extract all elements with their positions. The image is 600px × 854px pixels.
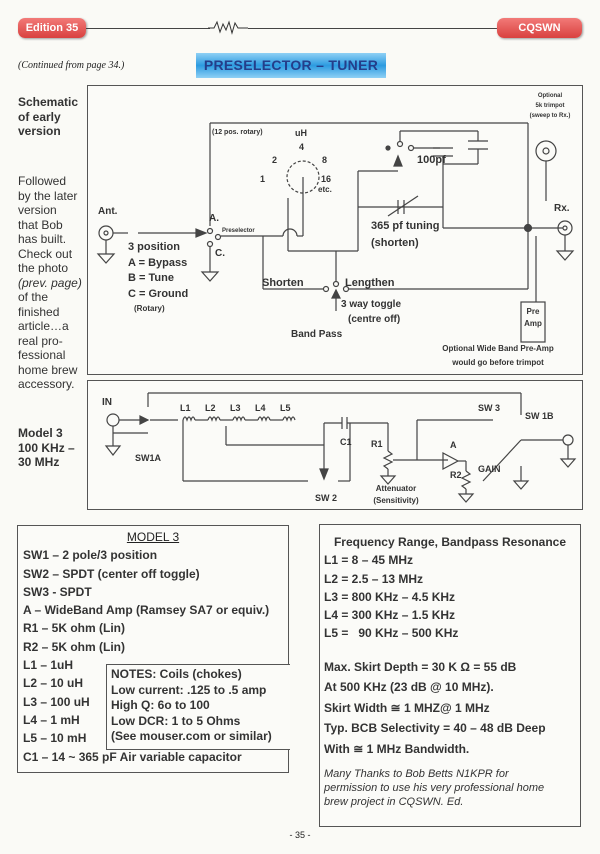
svg-text:Band Pass: Band Pass bbox=[291, 329, 343, 340]
part-line: L1 – 1uH bbox=[23, 658, 74, 673]
svg-text:Optional: Optional bbox=[538, 93, 563, 99]
svg-text:A.: A. bbox=[209, 213, 219, 224]
frequency-box: Frequency Range, Bandpass Resonance L1 =… bbox=[319, 524, 581, 827]
model3-heading: MODEL 3 bbox=[126, 530, 180, 544]
svg-text:R1: R1 bbox=[371, 439, 383, 449]
part-line: A – WideBand Amp (Ramsey SA7 or equiv.) bbox=[23, 603, 270, 618]
svg-text:Optional Wide Band Pre-Amp: Optional Wide Band Pre-Amp bbox=[442, 344, 554, 353]
model3-schematic: IN L1 L2 L3 L4 L5 SW1A C1 R1 SW 2 Attenuator… bbox=[87, 380, 583, 510]
svg-text:5k trimpot: 5k trimpot bbox=[535, 103, 564, 109]
spec-line: Typ. BCB Selectivity = 40 – 48 dB Deep bbox=[324, 721, 546, 736]
svg-text:1: 1 bbox=[260, 174, 265, 184]
svg-text:Preselector: Preselector bbox=[222, 228, 255, 234]
svg-text:etc.: etc. bbox=[318, 185, 332, 194]
svg-text:16: 16 bbox=[321, 174, 331, 184]
svg-text:L5: L5 bbox=[280, 403, 291, 413]
svg-text:would go before trimpot: would go before trimpot bbox=[451, 358, 544, 367]
range-line: L3 = 800 KHz – 4.5 KHz bbox=[324, 589, 456, 604]
spec-line: At 500 KHz (23 dB @ 10 MHz). bbox=[324, 680, 494, 695]
svg-text:L3: L3 bbox=[230, 403, 241, 413]
svg-text:(Rotary): (Rotary) bbox=[134, 304, 165, 313]
part-line: SW3 - SPDT bbox=[23, 584, 92, 599]
svg-text:C = Ground: C = Ground bbox=[128, 288, 188, 300]
continued-note: (Continued from page 34.) bbox=[18, 60, 125, 71]
early-schematic: Optional 5k trimpot (sweep to Rx.) (12 pos… bbox=[87, 85, 583, 375]
svg-text:uH: uH bbox=[295, 128, 307, 138]
svg-text:SW 1B: SW 1B bbox=[525, 411, 554, 421]
svg-text:SW 2: SW 2 bbox=[315, 493, 337, 503]
svg-text:(12 pos. rotary): (12 pos. rotary) bbox=[212, 129, 263, 136]
svg-text:SW1A: SW1A bbox=[135, 453, 162, 463]
spec-line: Max. Skirt Depth = 30 K Ω = 55 dB bbox=[324, 659, 517, 674]
svg-text:(sweep to Rx.): (sweep to Rx.) bbox=[530, 113, 571, 119]
range-line: L5 = 90 KHz – 500 KHz bbox=[324, 626, 459, 641]
range-line: L2 = 2.5 – 13 MHz bbox=[324, 571, 424, 586]
svg-text:L4: L4 bbox=[255, 403, 266, 413]
model3-parts-box: MODEL 3 SW1 – 2 pole/3 position SW2 – SP… bbox=[17, 525, 290, 773]
svg-text:A = Bypass: A = Bypass bbox=[128, 257, 187, 269]
part-line: L5 – 10 mH bbox=[23, 731, 87, 746]
svg-text:Shorten: Shorten bbox=[262, 277, 304, 289]
svg-text:R2: R2 bbox=[450, 470, 462, 480]
spec-line: With ≅ 1 MHz Bandwidth. bbox=[324, 741, 470, 756]
svg-text:B = Tune: B = Tune bbox=[128, 272, 174, 284]
svg-text:C1: C1 bbox=[340, 437, 352, 447]
range-line: L1 = 8 – 45 MHz bbox=[324, 553, 414, 568]
svg-text:IN: IN bbox=[102, 397, 112, 408]
part-line: SW2 – SPDT (center off toggle) bbox=[23, 566, 200, 581]
svg-text:4: 4 bbox=[299, 142, 304, 152]
svg-text:Pre: Pre bbox=[527, 307, 540, 316]
svg-text:(Sensitivity): (Sensitivity) bbox=[373, 496, 419, 505]
range-line: L4 = 300 KHz – 1.5 KHz bbox=[324, 608, 456, 623]
svg-text:L2: L2 bbox=[205, 403, 216, 413]
svg-text:Amp: Amp bbox=[524, 319, 542, 328]
svg-text:Ant.: Ant. bbox=[98, 206, 118, 217]
page-title: PRESELECTOR – TUNER bbox=[196, 53, 386, 78]
svg-text:3 way toggle: 3 way toggle bbox=[341, 299, 401, 310]
coil-notes-box: NOTES: Coils (chokes) Low current: .125 … bbox=[106, 664, 290, 750]
svg-text:3 position: 3 position bbox=[128, 241, 180, 253]
svg-text:365 pf tuning: 365 pf tuning bbox=[371, 220, 439, 232]
part-line: SW1 – 2 pole/3 position bbox=[23, 548, 158, 563]
part-line: L2 – 10 uH bbox=[23, 676, 84, 691]
svg-text:Rx.: Rx. bbox=[554, 203, 570, 214]
svg-text:A: A bbox=[450, 440, 457, 450]
publication-badge: CQSWN bbox=[497, 18, 582, 38]
svg-text:100pf: 100pf bbox=[417, 154, 446, 166]
edition-badge: Edition 35 bbox=[18, 18, 86, 38]
svg-text:8: 8 bbox=[322, 155, 327, 165]
svg-text:2: 2 bbox=[272, 155, 277, 165]
part-line: C1 – 14 ~ 365 pF Air variable capacitor bbox=[23, 749, 242, 764]
svg-text:GAIN: GAIN bbox=[478, 464, 501, 474]
frequency-heading: Frequency Range, Bandpass Resonance bbox=[333, 535, 567, 549]
header-rule bbox=[248, 28, 497, 29]
part-line: R1 – 5K ohm (Lin) bbox=[23, 621, 126, 636]
part-line: L3 – 100 uH bbox=[23, 694, 90, 709]
page-number: - 35 - bbox=[289, 830, 311, 840]
svg-text:(centre off): (centre off) bbox=[348, 314, 400, 325]
svg-text:Attenuator: Attenuator bbox=[376, 484, 416, 493]
header-rule bbox=[86, 28, 210, 29]
spec-line: Skirt Width ≅ 1 MHZ@ 1 MHz bbox=[324, 700, 490, 715]
svg-text:Lengthen: Lengthen bbox=[345, 277, 395, 289]
svg-text:L1: L1 bbox=[180, 403, 191, 413]
svg-text:SW 3: SW 3 bbox=[478, 403, 500, 413]
resistor-logo-icon bbox=[208, 20, 248, 35]
svg-text:C.: C. bbox=[215, 248, 225, 259]
part-line: L4 – 1 mH bbox=[23, 712, 80, 727]
svg-text:(shorten): (shorten) bbox=[371, 237, 419, 249]
part-line: R2 – 5K ohm (Lin) bbox=[23, 639, 126, 654]
